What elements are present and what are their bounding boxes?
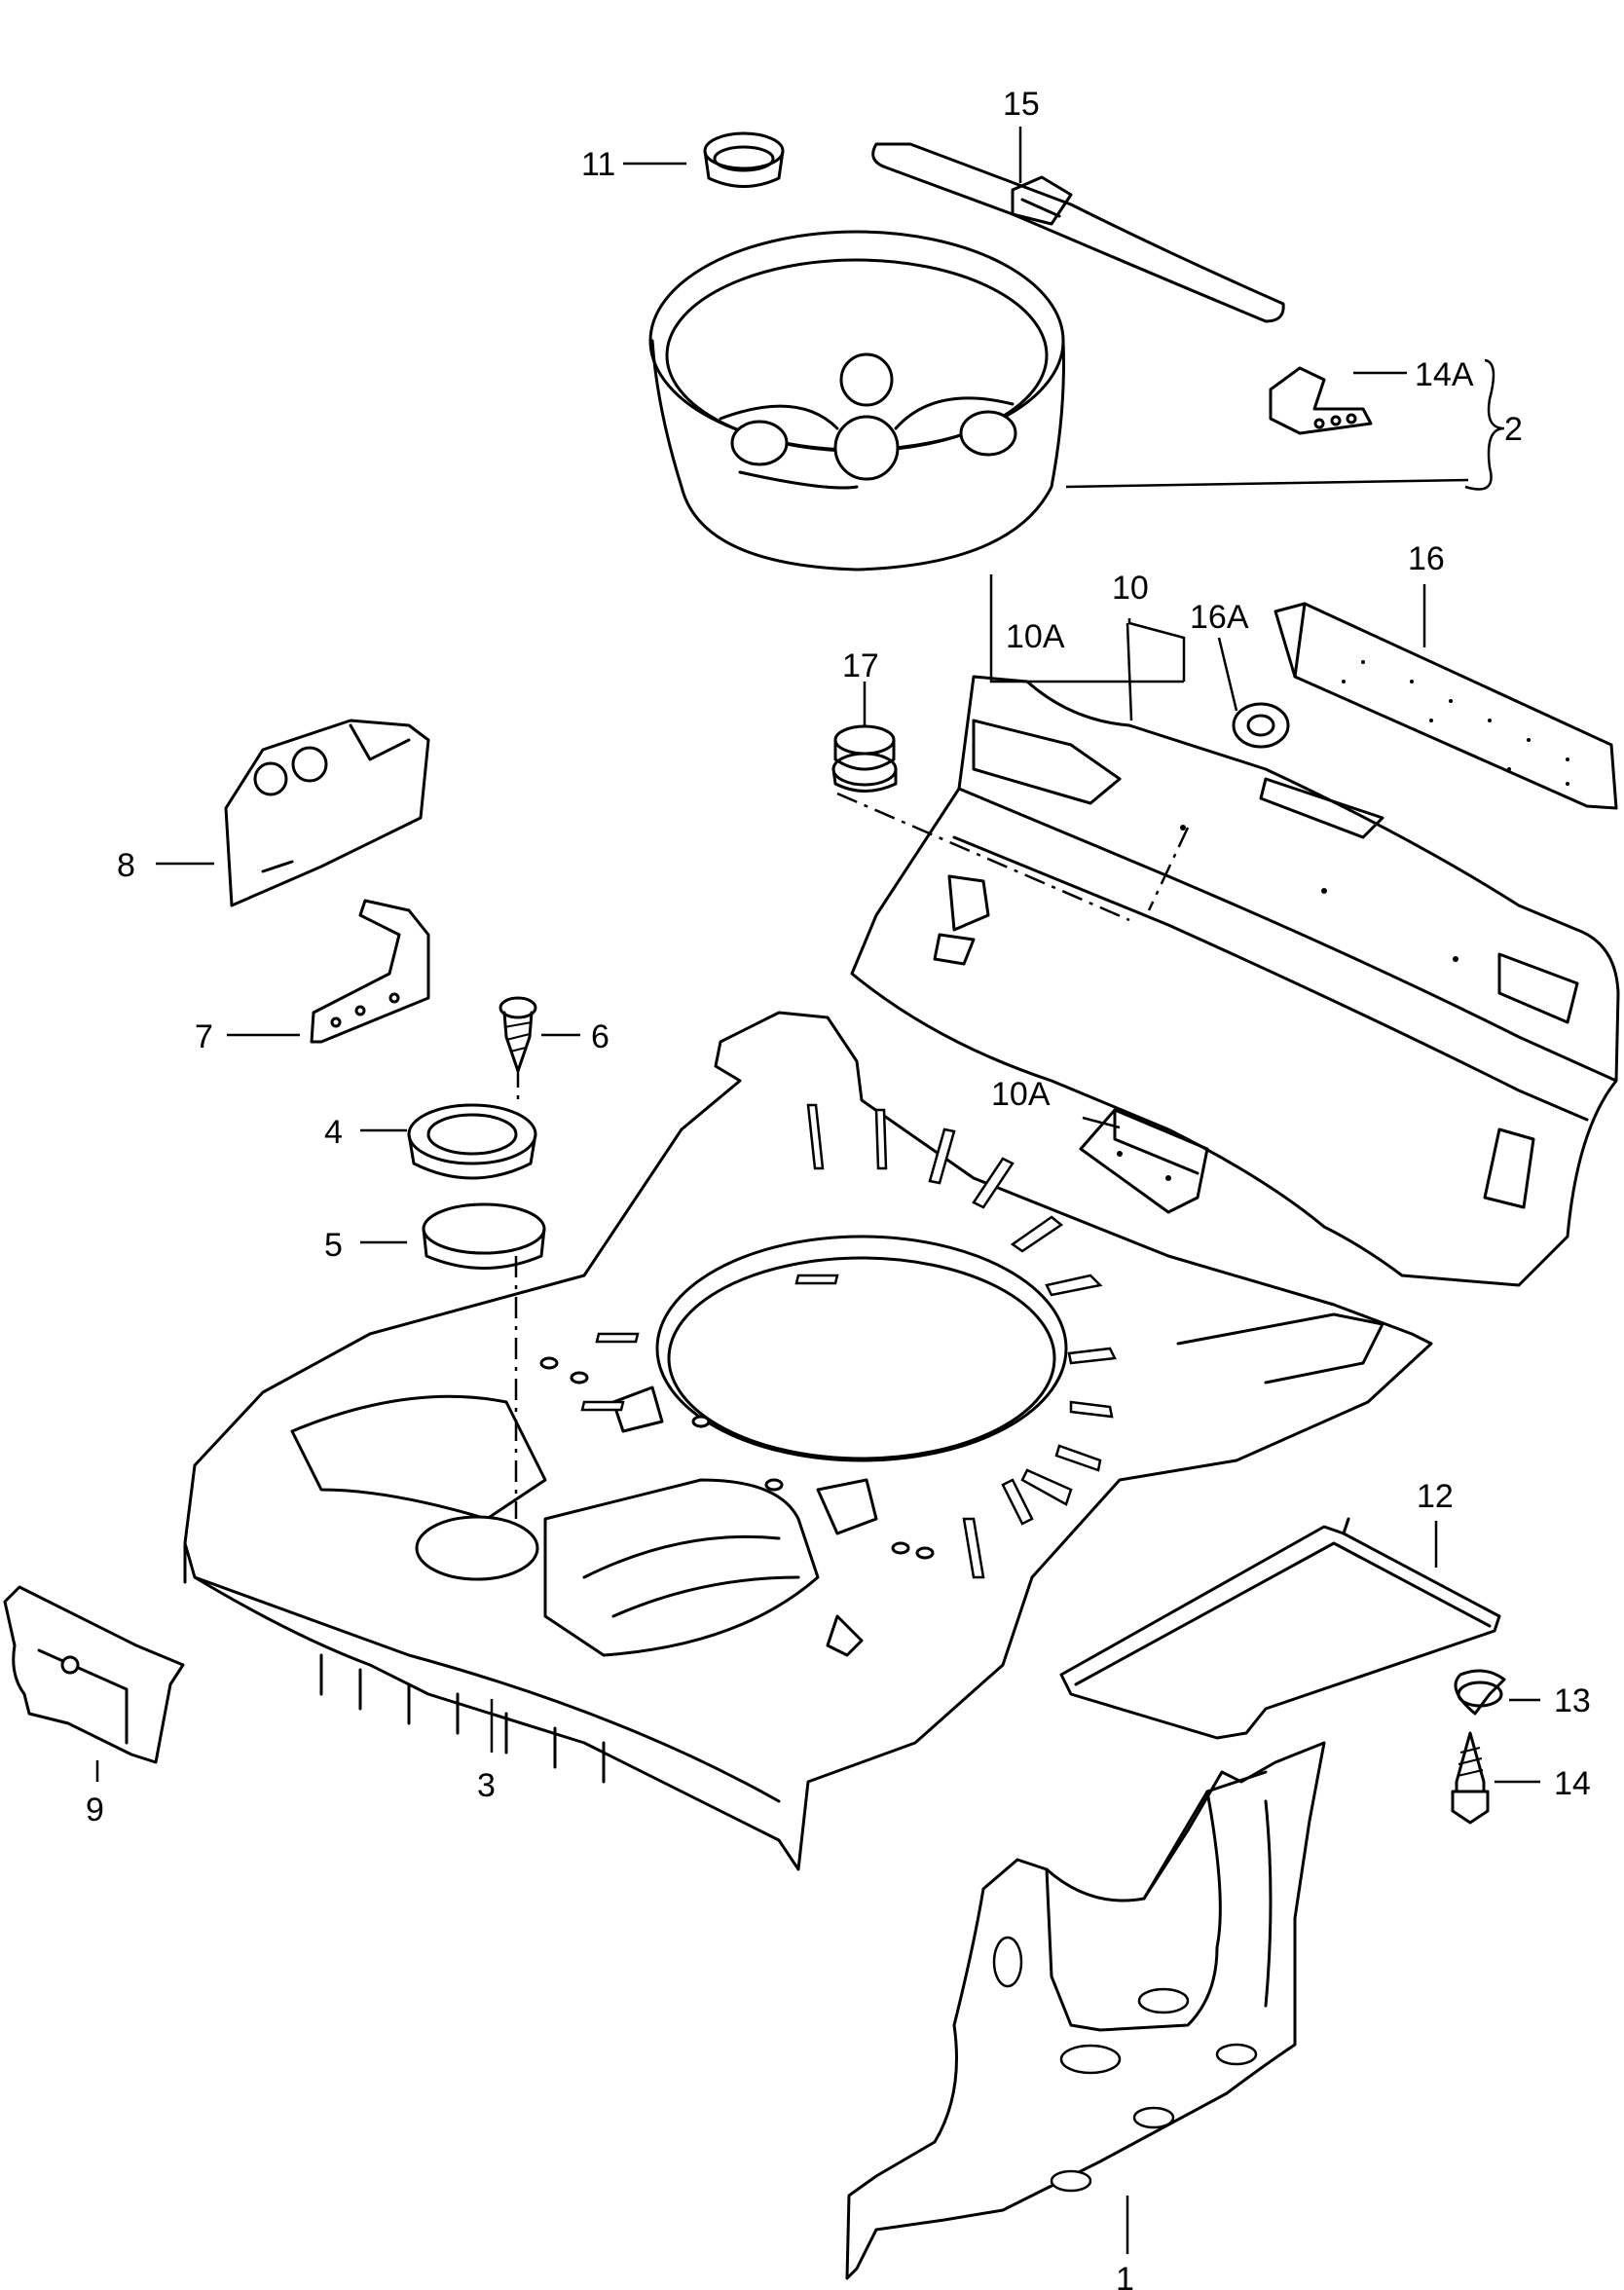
callout-15: 15	[1003, 86, 1040, 123]
assembly-line-17	[836, 792, 1130, 922]
part-10-rear-panel	[850, 675, 1620, 1287]
callout-2: 2	[1504, 411, 1523, 448]
callout-3: 3	[477, 1767, 496, 1804]
part-3-floor-pan	[183, 1011, 1433, 1871]
callout-8: 8	[117, 847, 135, 884]
part-6-screw	[498, 996, 537, 1073]
part-10a-bracket	[1079, 1108, 1209, 1214]
callout-5: 5	[324, 1227, 343, 1264]
part-15-strap	[871, 142, 1285, 323]
part-5-ring	[422, 1202, 546, 1270]
callout-6: 6	[591, 1018, 609, 1055]
part-7-bracket	[310, 899, 430, 1044]
part-16a-grommet	[1232, 702, 1290, 749]
callout-10: 10	[1112, 570, 1149, 607]
leader-lines	[95, 127, 1540, 2254]
callout-14a: 14A	[1415, 356, 1474, 393]
callout-11: 11	[581, 146, 615, 183]
assembly-line-10	[1147, 827, 1190, 911]
callout-13: 13	[1554, 1682, 1591, 1719]
callout-16a: 16A	[1190, 599, 1249, 636]
callout-12: 12	[1417, 1478, 1454, 1515]
part-16-pad	[1273, 602, 1618, 810]
part-14a-bracket	[1269, 366, 1373, 435]
callout-17: 17	[842, 647, 879, 684]
callout-9: 9	[86, 1791, 104, 1828]
callout-16: 16	[1408, 540, 1445, 577]
part-17-plug	[831, 724, 898, 793]
callout-1: 1	[1116, 2261, 1134, 2290]
part-8-bracket	[224, 719, 430, 907]
part-1-side-panel	[845, 1741, 1326, 2280]
part-14-screw	[1451, 1731, 1490, 1825]
part-12-bracket	[1059, 1517, 1501, 1740]
callout-14: 14	[1554, 1765, 1591, 1802]
callout-10a-mid: 10A	[991, 1076, 1051, 1113]
spare-wheel-tub	[648, 230, 1065, 572]
callout-10a-top: 10A	[1006, 618, 1065, 655]
part-11-ring	[703, 131, 785, 188]
part-4-grommet	[407, 1103, 537, 1180]
part-9-bracket	[3, 1585, 185, 1764]
callout-4: 4	[324, 1114, 343, 1151]
callout-7: 7	[195, 1018, 213, 1055]
part-13-clip	[1454, 1669, 1506, 1716]
